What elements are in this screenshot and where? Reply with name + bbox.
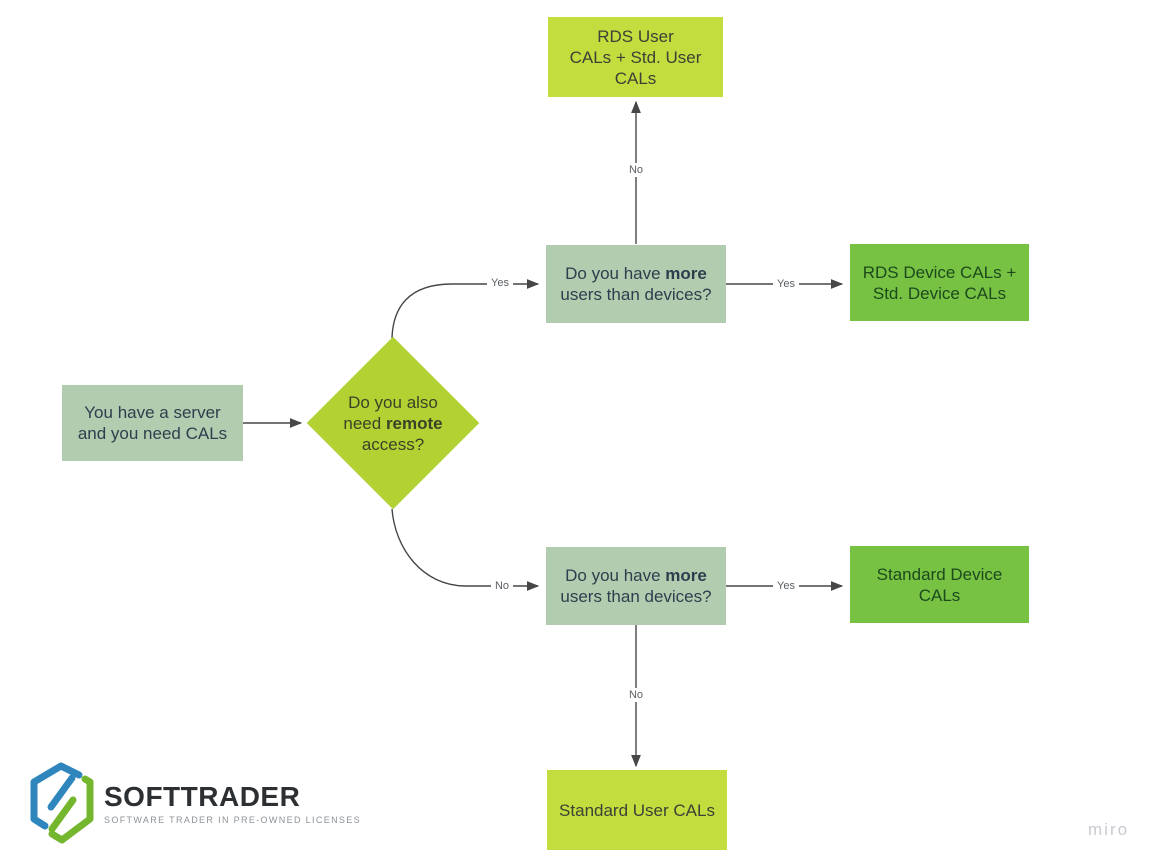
edge-label-no: No	[624, 688, 648, 702]
node-standard-device-cals: Standard Device CALs	[850, 546, 1029, 623]
edge-label-yes: Yes	[773, 579, 799, 593]
node-text: Standard Device CALs	[877, 564, 1003, 606]
node-line: RDS Device CALs +	[862, 262, 1017, 282]
node-text: Do you have more users than devices?	[560, 263, 711, 305]
brand-name: SOFTTRADER	[104, 780, 301, 812]
miro-watermark: miro	[1088, 820, 1130, 839]
node-line: users than devices?	[560, 587, 712, 606]
node-line: users than devices?	[560, 285, 712, 304]
node-text: Do you also need remote access?	[332, 392, 454, 455]
node-users-vs-devices-bottom: Do you have more users than devices?	[546, 547, 726, 625]
softtrader-logo: SOFTTRADER SOFTWARE TRADER IN PRE-OWNED …	[28, 762, 361, 844]
question-bold: more	[665, 264, 707, 283]
question-prefix: Do you have	[565, 566, 666, 585]
node-line: CALs	[918, 585, 961, 605]
edge-label-yes: Yes	[773, 277, 799, 291]
question-prefix: Do you have	[565, 264, 666, 283]
question-bold: more	[665, 566, 707, 585]
node-line: Do you have more	[560, 263, 711, 284]
diamond-text-wrap: Do you also need remote access?	[332, 362, 454, 484]
edge-label-no: No	[490, 579, 514, 593]
softtrader-logo-icon	[30, 762, 94, 844]
node-standard-user-cals: Standard User CALs	[547, 770, 727, 850]
node-text: Do you have more users than devices?	[560, 565, 711, 607]
node-text: Standard User CALs	[559, 800, 715, 821]
node-text: RDS Device CALs + Std. Device CALs	[863, 262, 1017, 304]
brand-tagline: SOFTWARE TRADER IN PRE-OWNED LICENSES	[104, 814, 361, 825]
node-text: RDS User CALs + Std. User CALs	[570, 26, 702, 89]
node-line: and you need CALs	[77, 424, 228, 443]
softtrader-logo-text: SOFTTRADER SOFTWARE TRADER IN PRE-OWNED …	[104, 780, 361, 825]
edge-label-no: No	[624, 163, 648, 177]
connector-diamond-to-users-bottom	[391, 508, 540, 591]
edge-label-yes: Yes	[487, 276, 513, 290]
node-line: RDS User	[597, 26, 674, 46]
node-rds-user-cals: RDS User CALs + Std. User CALs	[548, 17, 723, 97]
node-text: You have a server and you need CALs	[78, 402, 227, 444]
node-line: Standard User CALs	[559, 800, 715, 820]
node-line: You have a server	[84, 403, 221, 422]
node-line: CALs	[614, 68, 657, 88]
node-line: Do you	[348, 392, 402, 412]
node-rds-device-cals: RDS Device CALs + Std. Device CALs	[850, 244, 1029, 321]
node-line: access?	[361, 434, 425, 454]
node-line: Std. Device CALs	[872, 283, 1007, 303]
node-line: Do you have more	[560, 565, 711, 586]
connector-diamond-to-users-top	[391, 279, 540, 339]
node-line: Standard Device	[876, 564, 1003, 584]
node-start: You have a server and you need CALs	[62, 385, 243, 461]
node-remote-decision: Do you also need remote access?	[306, 336, 480, 510]
node-line: CALs + Std. User	[569, 47, 702, 67]
node-line-bold: remote	[385, 413, 443, 433]
node-users-vs-devices-top: Do you have more users than devices?	[546, 245, 726, 323]
